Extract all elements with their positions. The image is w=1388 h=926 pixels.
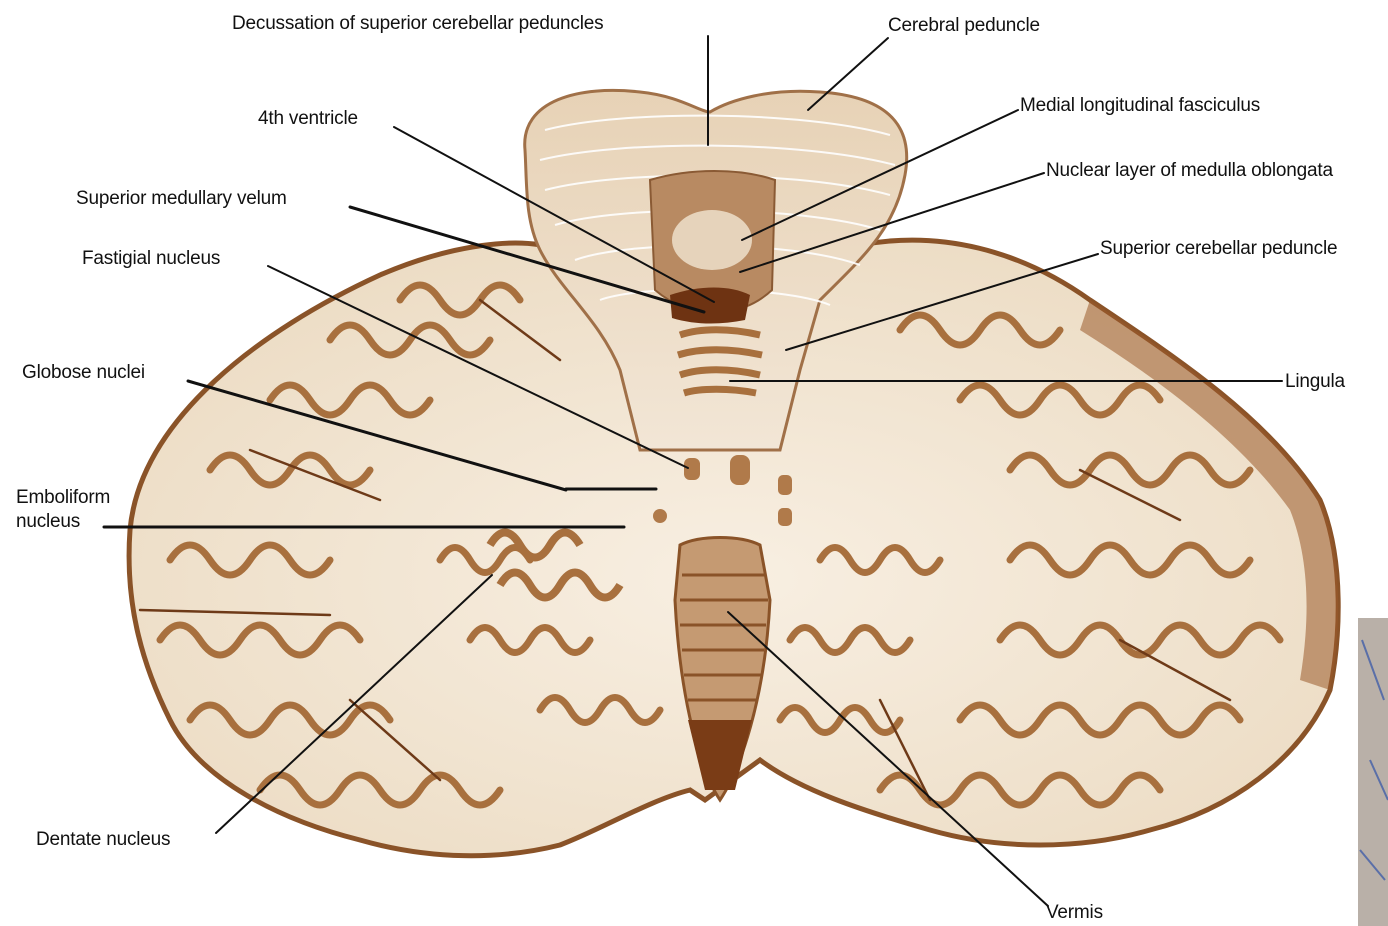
label-decussation: Decussation of superior cerebellar pedun…	[232, 13, 603, 35]
label-cerebral-peduncle: Cerebral peduncle	[888, 15, 1040, 37]
label-medial-longitudinal-fasciculus: Medial longitudinal fasciculus	[1020, 95, 1260, 117]
label-superior-medullary-velum: Superior medullary velum	[76, 188, 287, 210]
label-emboliform-nucleus: Emboliform nucleus	[16, 486, 110, 534]
cropped-photo-edge	[1358, 618, 1388, 926]
label-globose-nuclei: Globose nuclei	[22, 362, 145, 384]
label-fastigial-nucleus: Fastigial nucleus	[82, 248, 220, 270]
label-vermis: Vermis	[1046, 902, 1103, 924]
label-4th-ventricle: 4th ventricle	[258, 108, 358, 130]
label-nuclear-layer: Nuclear layer of medulla oblongata	[1046, 160, 1333, 182]
label-lingula: Lingula	[1285, 371, 1345, 393]
mlf-region	[672, 210, 752, 270]
label-dentate-nucleus: Dentate nucleus	[36, 829, 170, 851]
label-superior-cerebellar-peduncle: Superior cerebellar peduncle	[1100, 238, 1337, 260]
